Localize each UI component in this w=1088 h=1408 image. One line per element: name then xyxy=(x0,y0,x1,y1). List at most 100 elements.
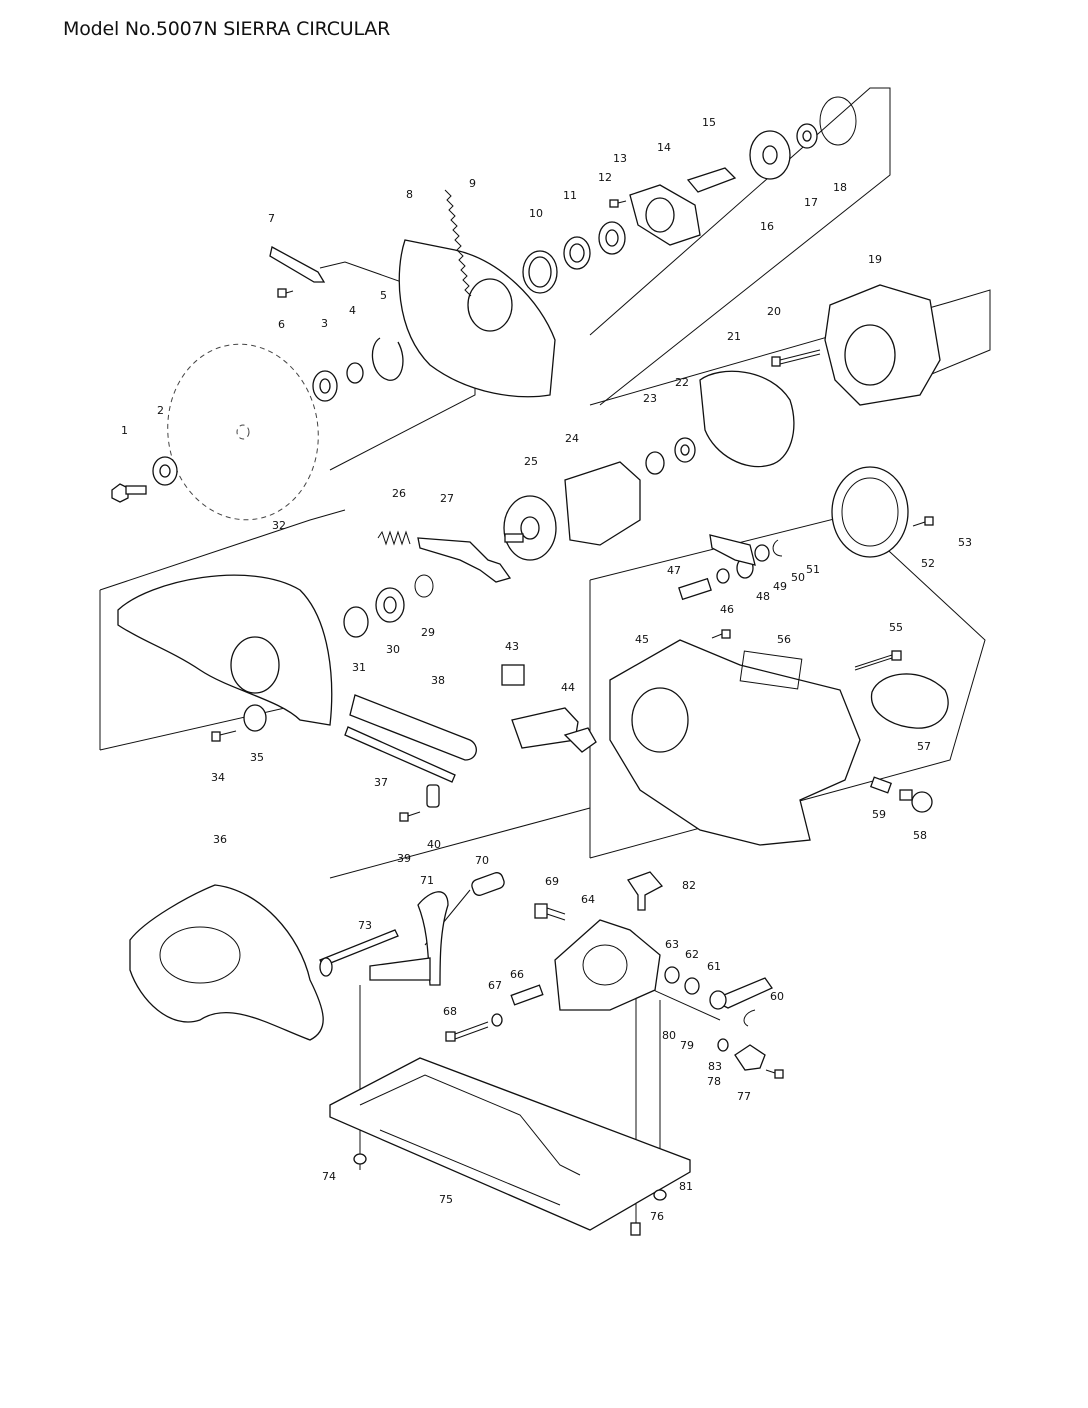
callout-6: 6 xyxy=(278,318,285,331)
callout-78: 78 xyxy=(707,1075,721,1088)
part-40-clip xyxy=(426,784,440,808)
part-56-label xyxy=(739,650,803,690)
callout-52: 52 xyxy=(921,557,935,570)
callout-66: 66 xyxy=(510,968,524,981)
callout-23: 23 xyxy=(643,392,657,405)
callout-12: 12 xyxy=(598,171,612,184)
callout-49: 49 xyxy=(773,580,787,593)
part-37-rod xyxy=(344,726,456,783)
callout-64: 64 xyxy=(581,893,595,906)
part-74-screw xyxy=(353,1153,367,1165)
part-43-capacitor xyxy=(501,664,525,686)
callout-5: 5 xyxy=(380,289,387,302)
part-24-armature xyxy=(564,461,641,546)
callout-38: 38 xyxy=(431,674,445,687)
callout-60: 60 xyxy=(770,990,784,1003)
callout-35: 35 xyxy=(250,751,264,764)
part-53-screw xyxy=(912,516,934,527)
part-38-handle-grip xyxy=(349,694,477,761)
part-7-lever xyxy=(269,246,326,283)
callout-70: 70 xyxy=(475,854,489,867)
part-64-bracket xyxy=(554,919,661,1011)
callout-39: 39 xyxy=(397,852,411,865)
callout-9: 9 xyxy=(469,177,476,190)
callout-11: 11 xyxy=(563,189,577,202)
callout-29: 29 xyxy=(421,626,435,639)
callout-19: 19 xyxy=(868,253,882,266)
callout-25: 25 xyxy=(524,455,538,468)
part-48-washer xyxy=(716,568,730,584)
callout-68: 68 xyxy=(443,1005,457,1018)
part-32-blade-case xyxy=(117,574,333,726)
part-82-wing-knob xyxy=(627,871,664,911)
callout-81: 81 xyxy=(679,1180,693,1193)
part-34-screw xyxy=(211,730,237,742)
callout-8: 8 xyxy=(406,188,413,201)
callout-22: 22 xyxy=(675,376,689,389)
part-76-screw xyxy=(630,1222,641,1236)
callout-45: 45 xyxy=(635,633,649,646)
callout-34: 34 xyxy=(211,771,225,784)
part-55-screw xyxy=(854,650,902,671)
callout-58: 58 xyxy=(913,829,927,842)
callout-7: 7 xyxy=(268,212,275,225)
callout-1: 1 xyxy=(121,424,128,437)
callout-55: 55 xyxy=(889,621,903,634)
part-47-pin xyxy=(678,577,712,601)
callout-77: 77 xyxy=(737,1090,751,1103)
diagram-title: Model No.5007N SIERRA CIRCULAR xyxy=(63,18,391,40)
callout-63: 63 xyxy=(665,938,679,951)
callout-83: 83 xyxy=(708,1060,722,1073)
part-69-bolt xyxy=(534,903,566,921)
part-59-brush xyxy=(869,776,913,801)
part-78-knob xyxy=(734,1044,766,1071)
callout-46: 46 xyxy=(720,603,734,616)
callout-74: 74 xyxy=(322,1170,336,1183)
part-52-end-cover xyxy=(831,466,909,558)
callout-2: 2 xyxy=(157,404,164,417)
part-68-bolt xyxy=(445,1021,489,1042)
part-46-screw xyxy=(711,629,731,639)
callout-61: 61 xyxy=(707,960,721,973)
callout-20: 20 xyxy=(767,305,781,318)
part-58-brush-cap xyxy=(911,791,933,813)
part-5-retaining-ring xyxy=(371,337,404,381)
callout-labels: 1 2 3 4 5 6 7 8 9 10 11 12 13 14 15 16 1… xyxy=(121,116,972,1223)
part-44-switch xyxy=(511,707,579,749)
part-75-base-plate xyxy=(329,1057,691,1231)
callout-75: 75 xyxy=(439,1193,453,1206)
callout-53: 53 xyxy=(958,536,972,549)
part-51-nut xyxy=(754,544,770,562)
callout-32: 32 xyxy=(272,519,286,532)
callout-51: 51 xyxy=(806,563,820,576)
callout-3: 3 xyxy=(321,317,328,330)
callout-15: 15 xyxy=(702,116,716,129)
part-31-ring xyxy=(343,606,369,638)
callout-24: 24 xyxy=(565,432,579,445)
part-20-screw xyxy=(771,349,821,367)
part-29-ring xyxy=(414,574,434,598)
part-71-depth-guide xyxy=(417,891,449,986)
part-70-sleeve xyxy=(471,872,505,896)
part-39-screw xyxy=(399,811,421,822)
callout-43: 43 xyxy=(505,640,519,653)
callout-48: 48 xyxy=(756,590,770,603)
callout-36: 36 xyxy=(213,833,227,846)
part-52-clip xyxy=(772,539,783,557)
part-13-screw xyxy=(609,199,627,208)
callout-17: 17 xyxy=(804,196,818,209)
part-9-spring xyxy=(444,189,472,297)
callout-13: 13 xyxy=(613,152,627,165)
part-60-retaining-ring xyxy=(743,1009,756,1027)
part-4-ring xyxy=(346,362,364,384)
callout-59: 59 xyxy=(872,808,886,821)
part-23-washer xyxy=(645,451,665,475)
callout-14: 14 xyxy=(657,141,671,154)
callout-30: 30 xyxy=(386,643,400,656)
part-26-spring xyxy=(377,530,411,546)
part-67-washer xyxy=(491,1013,503,1027)
callout-26: 26 xyxy=(392,487,406,500)
callout-44: 44 xyxy=(561,681,575,694)
callout-67: 67 xyxy=(488,979,502,992)
